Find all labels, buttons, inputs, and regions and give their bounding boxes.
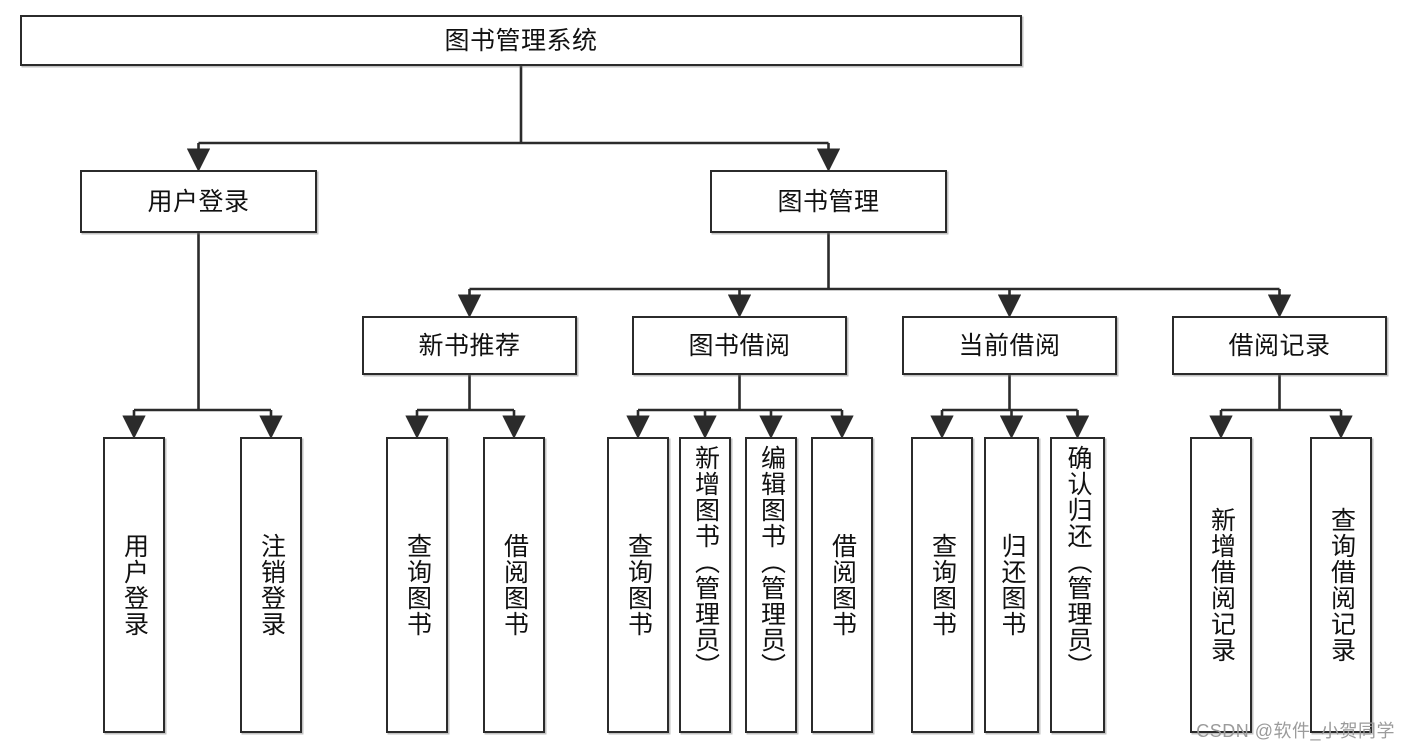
node-label: 归还图书 (998, 533, 1026, 637)
node-label: 新增图书（管理员） (691, 445, 720, 679)
node-label: 新增借阅记录 (1207, 507, 1236, 663)
node-label: 图书管理 (777, 187, 880, 216)
node-label: 新书推荐 (418, 331, 521, 360)
node-new-book-rec[interactable]: 新书推荐 (362, 316, 577, 375)
node-label: 图书管理系统 (444, 26, 598, 55)
node-leaf-user-login[interactable]: 用户登录 (103, 437, 165, 733)
node-label: 查询图书 (403, 533, 432, 637)
node-leaf-query-book-rec[interactable]: 查询图书 (386, 437, 448, 733)
node-leaf-query-borrow-record[interactable]: 查询借阅记录 (1310, 437, 1372, 733)
node-root[interactable]: 图书管理系统 (20, 15, 1022, 66)
node-leaf-add-book-admin[interactable]: 新增图书（管理员） (679, 437, 731, 733)
node-leaf-logout[interactable]: 注销登录 (240, 437, 302, 733)
node-book-manage[interactable]: 图书管理 (710, 170, 947, 233)
csdn-watermark: CSDN @软件_小贺同学 (1196, 721, 1395, 741)
node-label: 当前借阅 (958, 331, 1061, 360)
node-leaf-borrow-book-rec[interactable]: 借阅图书 (483, 437, 545, 733)
node-current-borrow[interactable]: 当前借阅 (902, 316, 1117, 375)
node-label: 注销登录 (257, 533, 286, 637)
node-leaf-edit-book-admin[interactable]: 编辑图书（管理员） (745, 437, 797, 733)
node-book-borrow[interactable]: 图书借阅 (632, 316, 847, 375)
node-borrow-record[interactable]: 借阅记录 (1172, 316, 1387, 375)
node-leaf-return-book[interactable]: 归还图书 (984, 437, 1039, 733)
node-label: 借阅记录 (1228, 331, 1331, 360)
node-label: 用户登录 (147, 187, 250, 216)
node-leaf-add-borrow-record[interactable]: 新增借阅记录 (1190, 437, 1252, 733)
node-leaf-query-book-borrow[interactable]: 查询图书 (607, 437, 669, 733)
node-leaf-borrow-book-borrow[interactable]: 借阅图书 (811, 437, 873, 733)
node-label: 用户登录 (120, 533, 149, 637)
node-leaf-query-book-current[interactable]: 查询图书 (911, 437, 973, 733)
node-label: 确认归还（管理员） (1064, 445, 1092, 679)
node-label: 查询借阅记录 (1327, 507, 1356, 663)
node-leaf-confirm-return-admin[interactable]: 确认归还（管理员） (1050, 437, 1105, 733)
node-label: 查询图书 (624, 533, 653, 637)
node-label: 借阅图书 (500, 533, 529, 637)
node-label: 借阅图书 (828, 533, 857, 637)
node-label: 图书借阅 (688, 331, 791, 360)
node-label: 查询图书 (928, 533, 957, 637)
node-user-login[interactable]: 用户登录 (80, 170, 317, 233)
node-label: 编辑图书（管理员） (757, 445, 786, 679)
